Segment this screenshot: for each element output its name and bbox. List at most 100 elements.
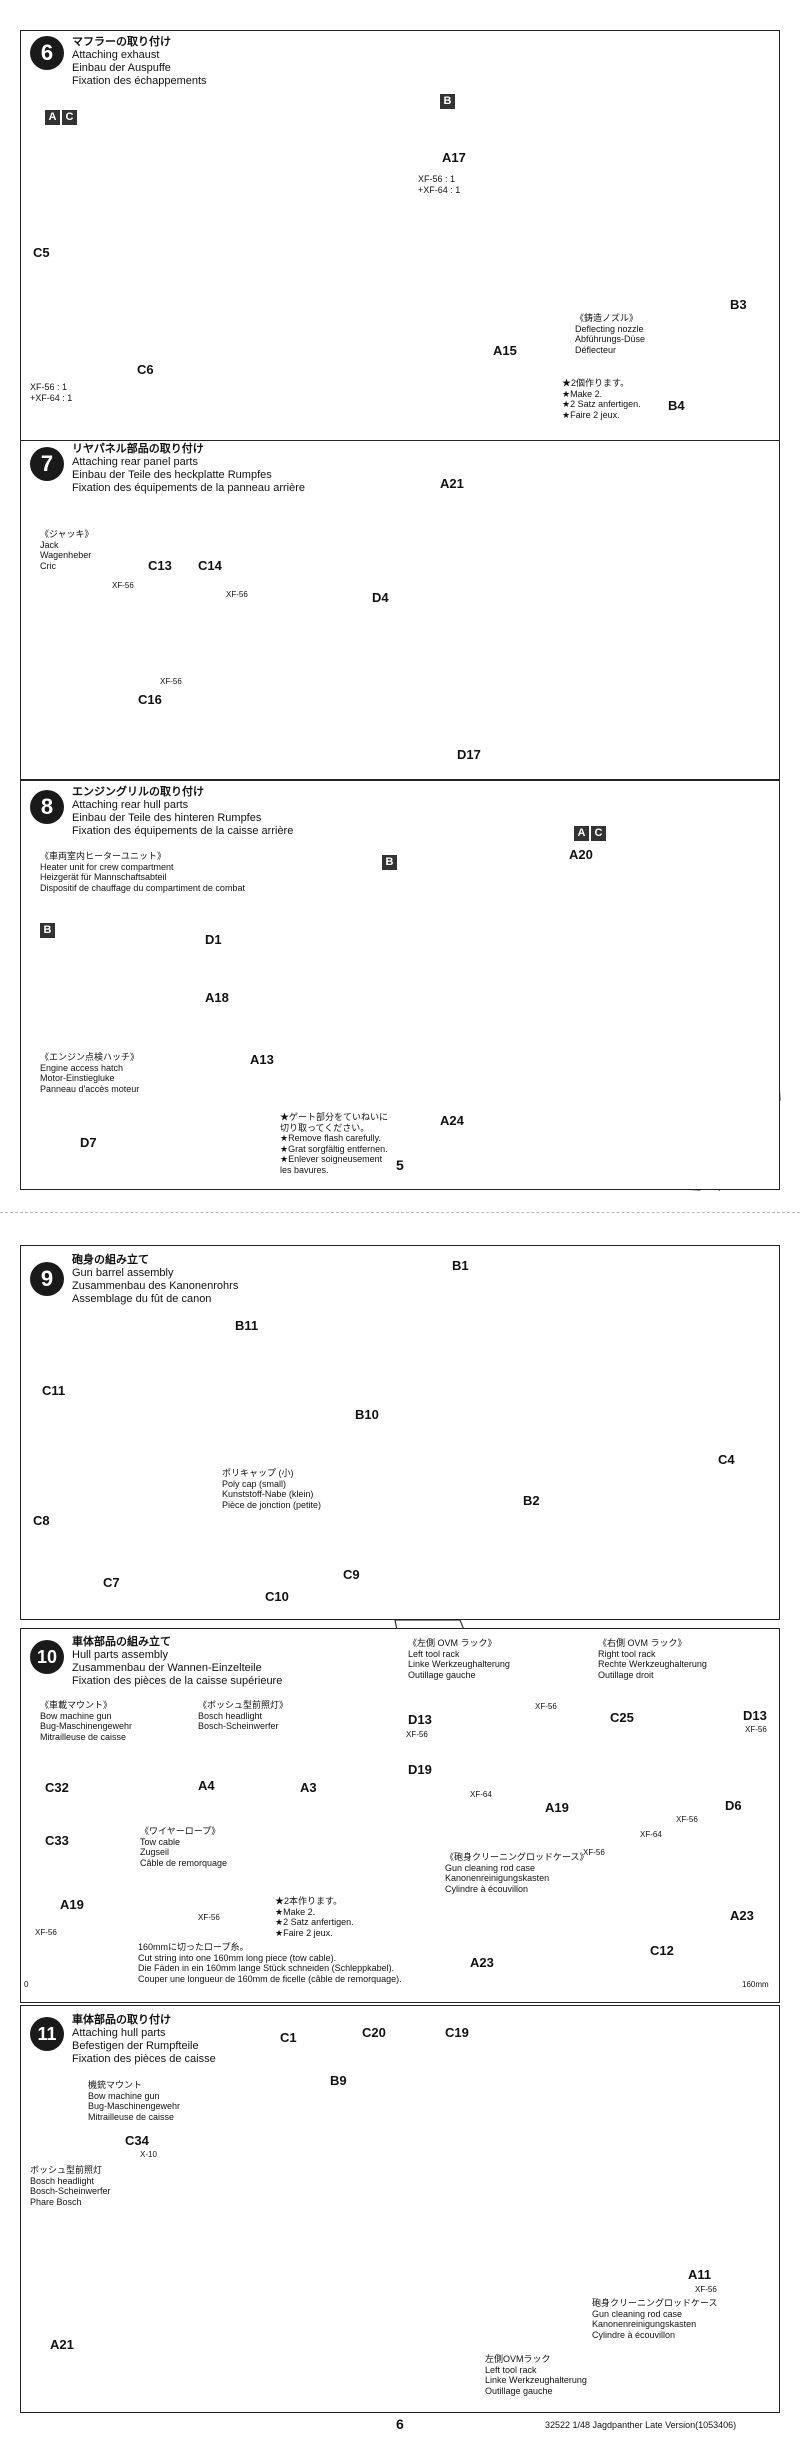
step-6-title: マフラーの取り付け Attaching exhaust Einbau der A… <box>72 36 207 88</box>
part-a23-left: A23 <box>470 1955 494 1970</box>
step-11-gun-rod-note: 砲身クリーニングロッドケース Gun cleaning rod case Kan… <box>592 2298 718 2340</box>
note-line: Kunststoff-Nabe (klein) <box>222 1489 314 1499</box>
note-line: Bosch headlight <box>30 2175 95 2186</box>
paint-xf56: XF-56 <box>695 2285 717 2294</box>
step-7-number: 7 <box>30 447 64 481</box>
note-line: 砲身クリーニングロッドケース <box>592 2298 718 2308</box>
note-line: Bosch-Scheinwerfer <box>30 2186 111 2196</box>
note-line: Bug-Maschinengewehr <box>88 2101 181 2111</box>
note-line: Left tool rack <box>485 2364 537 2375</box>
part-a3: A3 <box>300 1780 317 1795</box>
note-line: Gun cleaning rod case <box>445 1862 536 1873</box>
note-line: Outillage droit <box>598 1669 654 1680</box>
tow-cable-note: 《ワイヤーロープ》 Tow cable Zugseil Câble de rem… <box>140 1826 227 1868</box>
note-line: Heater unit for crew compartment <box>40 861 174 872</box>
note-line: 《エンジン点検ハッチ》 <box>40 1052 140 1062</box>
note-line: 機銃マウント <box>88 2080 143 2090</box>
left-tool-rack-note: 《左側 OVM ラック》 Left tool rack Linke Werkze… <box>408 1638 510 1680</box>
step-10-number: 10 <box>30 1640 64 1674</box>
note-line: Cric <box>40 560 56 571</box>
paint-xf56: XF-56 <box>160 677 182 686</box>
part-a24: A24 <box>440 1113 464 1128</box>
step-11-headlight-note: ボッシュ型前照灯 Bosch headlight Bosch-Scheinwer… <box>30 2165 111 2207</box>
product-code: 32522 1/48 Jagdpanther Late Version(1053… <box>545 2420 737 2430</box>
step-9-title: 砲身の組み立て Gun barrel assembly Zusammenbau … <box>72 1254 238 1306</box>
deflecting-nozzle-note: 《鋳造ノズル》 Deflecting nozzle Abführungs-Düs… <box>575 313 645 355</box>
part-b1: B1 <box>452 1258 469 1273</box>
badge-c: C <box>62 110 77 125</box>
note-line: Cylindre à écouvillon <box>445 1883 529 1894</box>
note-line: ★Faire 2 jeux. <box>562 409 620 420</box>
note-line: Mitrailleuse de caisse <box>88 2111 175 2122</box>
paint-line: +XF-64 : 1 <box>418 184 461 195</box>
part-d19: D19 <box>408 1762 432 1777</box>
note-line: Jack <box>40 539 59 550</box>
note-line: Left tool rack <box>408 1648 460 1659</box>
part-d1: D1 <box>205 932 222 947</box>
engine-hatch-note: 《エンジン点検ハッチ》 Engine access hatch Motor-Ei… <box>40 1052 139 1094</box>
part-a23-right: A23 <box>730 1908 754 1923</box>
part-d6: D6 <box>725 1798 742 1813</box>
part-b2: B2 <box>523 1493 540 1508</box>
paint-line: XF-56 : 1 <box>418 174 456 184</box>
step-11-title-de: Befestigen der Rumpfteile <box>72 2040 199 2052</box>
step-9-title-fr: Assemblage du fût de canon <box>72 1293 212 1305</box>
note-line: 《鋳造ノズル》 <box>575 313 639 323</box>
part-c20: C20 <box>362 2025 386 2040</box>
note-line: 《ジャッキ》 <box>40 529 94 539</box>
paint-xf56: XF-56 <box>535 1702 557 1711</box>
note-line: Heizgerät für Mannschaftsabteil <box>40 872 167 882</box>
step-11-title-en: Attaching hull parts <box>72 2027 166 2039</box>
note-line: 《車両室内ヒーターユニット》 <box>40 851 167 861</box>
part-a21: A21 <box>440 476 464 491</box>
note-line: Poly cap (small) <box>222 1478 287 1489</box>
note-line: Couper une longueur de 160mm de ficelle … <box>138 1973 402 1984</box>
right-tool-rack-note: 《右側 OVM ラック》 Right tool rack Rechte Werk… <box>598 1638 707 1680</box>
note-line: Dispositif de chauffage du compartiment … <box>40 882 245 893</box>
paint-x10: X-10 <box>140 2150 157 2159</box>
page-number-6: 6 <box>396 2416 404 2432</box>
step-6-title-de: Einbau der Auspuffe <box>72 62 171 74</box>
note-line: Deflecting nozzle <box>575 323 644 334</box>
note-line: Câble de remorquage <box>140 1857 228 1868</box>
step-9-panel <box>20 1245 780 1620</box>
note-line: ★2 Satz anfertigen. <box>275 1917 354 1927</box>
note-line: Gun cleaning rod case <box>592 2308 683 2319</box>
part-d4: D4 <box>372 590 389 605</box>
step-9-title-jp: 砲身の組み立て <box>72 1254 149 1266</box>
part-a17: A17 <box>442 150 466 165</box>
jack-note: 《ジャッキ》 Jack Wagenheber Cric <box>40 529 94 571</box>
note-line: Outillage gauche <box>485 2385 553 2396</box>
note-line: les bavures. <box>280 1164 329 1175</box>
step-9-title-en: Gun barrel assembly <box>72 1267 174 1279</box>
note-line: ★ゲート部分をていねいに <box>280 1112 389 1122</box>
paint-xf56: XF-56 <box>112 581 134 590</box>
step-6-title-en: Attaching exhaust <box>72 49 160 61</box>
note-line: Bosch-Scheinwerfer <box>198 1721 279 1731</box>
step-7-title-jp: リヤパネル部品の取り付け <box>72 443 204 455</box>
note-line: 《ワイヤーロープ》 <box>140 1826 221 1836</box>
part-c16: C16 <box>138 692 162 707</box>
part-c11: C11 <box>42 1383 66 1398</box>
part-d17: D17 <box>457 747 481 762</box>
note-line: 《左側 OVM ラック》 <box>408 1638 497 1648</box>
note-line: Déflecteur <box>575 344 617 355</box>
part-a4: A4 <box>198 1778 215 1793</box>
step-10-title-fr: Fixation des pièces de la caisse supérie… <box>72 1675 283 1687</box>
badge-c: C <box>591 826 606 841</box>
paint-xf64: XF-64 <box>470 1790 492 1799</box>
note-line: Pièce de jonction (petite) <box>222 1499 322 1510</box>
part-c13: C13 <box>148 558 172 573</box>
badge-a: A <box>574 826 589 841</box>
step-10-title-de: Zusammenbau der Wannen-Einzelteile <box>72 1662 262 1674</box>
step-8-title: エンジングリルの取り付け Attaching rear hull parts E… <box>72 786 293 838</box>
note-line: 160mmに切ったロープ糸。 <box>138 1942 249 1952</box>
step-6-make-note: ★2個作ります。 ★Make 2. ★2 Satz anfertigen. ★F… <box>562 378 641 420</box>
step-8-badge-b-right: B <box>382 855 397 870</box>
part-b3: B3 <box>730 297 747 312</box>
step-10-title-jp: 車体部品の組み立て <box>72 1636 171 1648</box>
step-8-title-jp: エンジングリルの取り付け <box>72 786 204 798</box>
note-line: 《ボッシュ型前照灯》 <box>198 1700 289 1710</box>
